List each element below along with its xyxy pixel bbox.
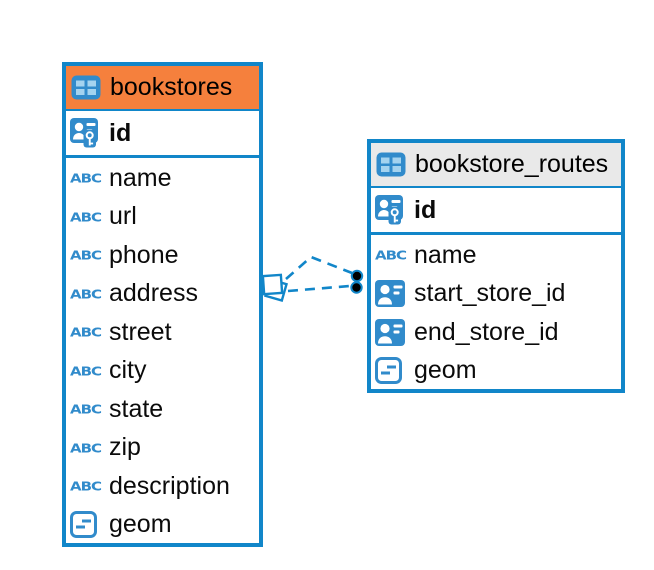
- column-row-end_store_id[interactable]: end_store_id: [371, 313, 621, 352]
- text-icon: ABC: [70, 478, 102, 494]
- column-row-phone[interactable]: ABC phone: [66, 236, 259, 275]
- column-name: id: [414, 195, 437, 224]
- column-row-url[interactable]: ABC url: [66, 198, 259, 237]
- column-row-name[interactable]: ABC name: [371, 236, 621, 275]
- reference-icon: [375, 318, 409, 346]
- column-name: geom: [109, 510, 172, 539]
- column-row-name[interactable]: ABC name: [66, 159, 259, 198]
- text-icon: ABC: [70, 286, 102, 302]
- relationship-endpoint-diamond[interactable]: [261, 273, 288, 302]
- column-name: end_store_id: [414, 317, 559, 346]
- relationship-edge[interactable]: [285, 255, 353, 293]
- column-row-geom[interactable]: geom: [66, 506, 259, 544]
- column-row-id[interactable]: id: [66, 111, 259, 155]
- column-name: url: [109, 202, 137, 231]
- primary-key-compartment: id: [371, 188, 621, 235]
- primary-key-icon: [375, 195, 409, 225]
- text-icon: ABC: [375, 247, 407, 263]
- column-name: phone: [109, 240, 179, 269]
- text-icon: ABC: [70, 401, 102, 417]
- column-name: name: [109, 163, 172, 192]
- column-name: start_store_id: [414, 279, 566, 308]
- column-name: zip: [109, 433, 141, 462]
- column-name: geom: [414, 356, 477, 385]
- relationship-endpoint-dot[interactable]: [350, 269, 364, 294]
- table-header[interactable]: bookstores: [66, 66, 259, 111]
- column-name: id: [109, 118, 132, 147]
- text-icon: ABC: [70, 209, 102, 225]
- column-row-geom[interactable]: geom: [371, 352, 621, 390]
- table-title: bookstore_routes: [415, 150, 609, 178]
- primary-key-compartment: id: [66, 111, 259, 158]
- primary-key-icon: [70, 118, 104, 148]
- column-name: state: [109, 394, 164, 423]
- table-title: bookstores: [110, 73, 233, 101]
- reference-icon: [375, 280, 409, 308]
- table-icon: [71, 75, 105, 100]
- text-icon: ABC: [70, 247, 102, 263]
- column-row-start_store_id[interactable]: start_store_id: [371, 275, 621, 314]
- column-name: name: [414, 240, 477, 269]
- text-icon: ABC: [70, 324, 102, 340]
- column-row-id[interactable]: id: [371, 188, 621, 232]
- column-name: description: [109, 471, 230, 500]
- column-row-zip[interactable]: ABC zip: [66, 429, 259, 468]
- column-name: address: [109, 279, 198, 308]
- text-icon: ABC: [70, 170, 102, 186]
- column-row-description[interactable]: ABC description: [66, 467, 259, 506]
- column-name: street: [109, 317, 172, 346]
- column-row-state[interactable]: ABC state: [66, 390, 259, 429]
- table-bookstore-routes[interactable]: bookstore_routes id ABC name start_store_i…: [367, 139, 625, 393]
- geometry-icon: [70, 511, 104, 539]
- geometry-icon: [375, 357, 409, 385]
- column-name: city: [109, 356, 147, 385]
- column-row-address[interactable]: ABC address: [66, 275, 259, 314]
- table-icon: [376, 152, 410, 177]
- column-row-city[interactable]: ABC city: [66, 352, 259, 391]
- column-row-street[interactable]: ABC street: [66, 313, 259, 352]
- text-icon: ABC: [70, 440, 102, 456]
- text-icon: ABC: [70, 363, 102, 379]
- table-header[interactable]: bookstore_routes: [371, 143, 621, 188]
